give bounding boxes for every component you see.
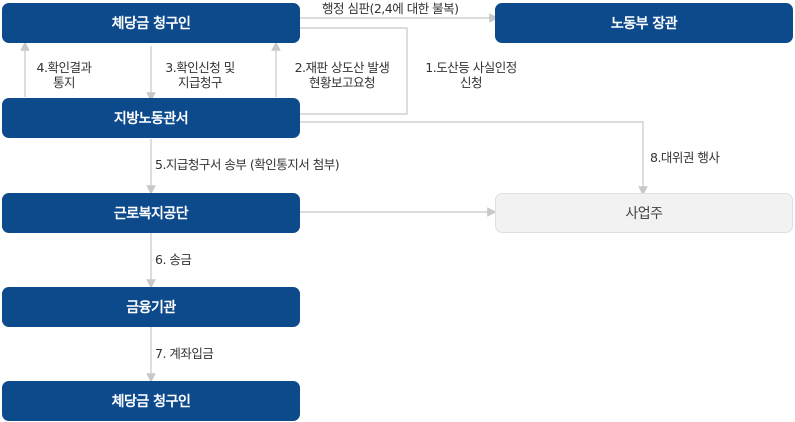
label-step5: 5.지급청구서 송부 (확인통지서 첨부): [155, 157, 340, 172]
label-step6: 6. 송금: [155, 252, 192, 267]
node-claimant-top: 체당금 청구인: [2, 3, 300, 43]
arrow-step8: [300, 121, 648, 196]
label-step2-line1: 2.재판 상도산 발생: [294, 60, 390, 75]
label-step3-line1: 3.확인신청 및: [165, 60, 235, 75]
label-step4-line1: 4.확인결과: [36, 60, 92, 75]
label-step1-line1: 1.도산등 사실인정: [425, 60, 517, 75]
label-step1: 1.도산등 사실인정 신청: [414, 60, 528, 90]
label-step4-line2: 통지: [52, 75, 76, 90]
line-step1: [300, 27, 408, 115]
label-step7: 7. 계좌입금: [155, 346, 214, 361]
label-step4: 4.확인결과 통지: [28, 60, 100, 90]
node-minister: 노동부 장관: [495, 3, 793, 43]
node-labor-office: 지방노동관서: [2, 98, 300, 138]
label-step1-line2: 신청: [459, 75, 483, 90]
label-step2: 2.재판 상도산 발생 현황보고요청: [280, 60, 404, 90]
node-bank: 금융기관: [2, 287, 300, 327]
node-employer: 사업주: [495, 193, 793, 233]
label-step3: 3.확인신청 및 지급청구: [152, 60, 248, 90]
node-claimant-bottom: 체당금 청구인: [2, 381, 300, 421]
label-admin-review: 행정 심판(2,4에 대한 불복): [322, 1, 459, 16]
label-step3-line2: 지급청구: [177, 75, 223, 90]
label-step2-line2: 현황보고요청: [308, 75, 376, 90]
node-welfare-corp: 근로복지공단: [2, 193, 300, 233]
label-step8: 8.대위권 행사: [650, 150, 720, 165]
